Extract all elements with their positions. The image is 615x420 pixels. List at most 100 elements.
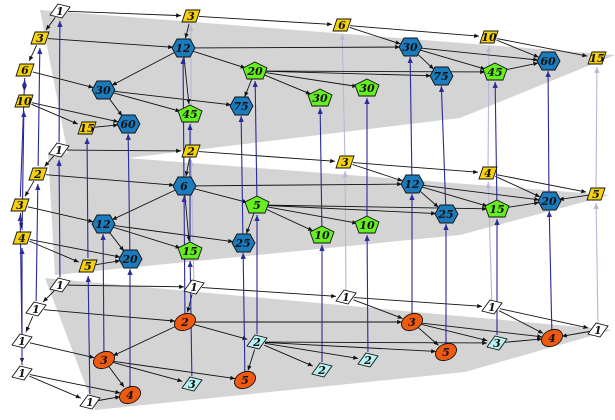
layer-plane-1: [40, 10, 615, 165]
node-label: 30: [312, 92, 328, 105]
node-label: 20: [246, 65, 263, 78]
node-label: 75: [433, 70, 448, 83]
faint-cover-edge: [596, 203, 598, 323]
node-label: 25: [437, 208, 453, 221]
node-label: 1: [342, 291, 350, 304]
node-label: 5: [241, 374, 249, 387]
node-label: 2: [33, 168, 42, 181]
node-hex: 60: [537, 52, 560, 70]
node-label: 1: [32, 303, 40, 316]
node-label: 1: [18, 367, 26, 380]
node-rect: 6: [333, 19, 351, 32]
node-label: 3: [16, 199, 24, 212]
node-label: 1: [56, 279, 64, 292]
lattice-edge: [199, 152, 335, 162]
node-diamond: 1: [184, 280, 204, 294]
node-label: 10: [359, 219, 375, 232]
node-diamond: 1: [12, 366, 32, 380]
node-label: 3: [36, 32, 44, 45]
node-label: 10: [314, 229, 330, 242]
node-label: 2: [252, 336, 261, 349]
node-diamond: 1: [588, 323, 608, 337]
node-label: 3: [493, 337, 501, 350]
node-label: 4: [18, 232, 26, 245]
node-label: 1: [56, 5, 64, 18]
node-label: 45: [182, 108, 197, 121]
node-label: 6: [180, 180, 188, 193]
node-rect: 10: [480, 31, 498, 44]
node-diamond: 1: [26, 302, 46, 316]
node-hex: 25: [435, 205, 458, 223]
node-label: 15: [182, 245, 197, 258]
vertical-edge: [548, 71, 549, 193]
node-rect: 4: [479, 167, 497, 180]
node-hex: 6: [173, 177, 196, 195]
node-rect: 15: [78, 122, 96, 135]
node-rect: 2: [29, 168, 47, 181]
node-hex: 12: [92, 215, 115, 233]
node-label: 2: [180, 316, 189, 329]
node-hex: 12: [172, 39, 195, 57]
vertical-edge: [549, 211, 552, 330]
node-label: 5: [253, 199, 261, 212]
node-hex: 60: [117, 115, 140, 133]
node-label: 25: [234, 237, 250, 250]
node-label: 30: [359, 82, 375, 95]
node-label: 1: [594, 324, 602, 337]
node-label: 15: [589, 52, 604, 65]
faint-cover-edge: [596, 67, 597, 187]
node-hex: 30: [92, 81, 115, 99]
node-label: 5: [442, 346, 450, 359]
node-rect: 3: [31, 32, 49, 45]
node-label: 12: [175, 42, 191, 55]
node-label: 4: [126, 389, 134, 402]
node-rect: 3: [336, 156, 354, 169]
node-hex: 12: [401, 175, 424, 193]
node-label: 2: [363, 354, 372, 367]
node-hex: 75: [430, 67, 453, 85]
node-label: 3: [188, 378, 196, 391]
node-label: 1: [488, 301, 496, 314]
node-label: 1: [18, 335, 26, 348]
node-label: 12: [404, 178, 420, 191]
node-label: 75: [233, 100, 248, 113]
node-rect: 4: [13, 232, 31, 245]
node-label: 5: [592, 188, 600, 201]
node-label: 20: [121, 253, 138, 266]
node-rect: 3: [11, 199, 29, 212]
node-label: 3: [187, 10, 195, 23]
node-label: 10: [16, 95, 32, 108]
node-label: 4: [548, 332, 556, 345]
node-label: 20: [540, 195, 557, 208]
node-hex: 25: [232, 234, 255, 252]
node-label: 3: [341, 156, 349, 169]
node-label: 45: [487, 66, 502, 79]
node-hex: 20: [538, 192, 561, 210]
node-label: 2: [186, 145, 195, 158]
node-label: 1: [55, 144, 63, 157]
lattice-edge: [25, 181, 34, 196]
node-label: 2: [317, 364, 326, 377]
node-diamond: 1: [482, 300, 502, 314]
node-hex: 75: [230, 97, 253, 115]
node-diamond: 1: [12, 334, 32, 348]
node-label: 4: [484, 167, 492, 180]
node-rect: 10: [15, 95, 33, 108]
lattice-edge: [354, 298, 482, 307]
node-rect: 5: [587, 188, 605, 201]
node-hex: 30: [399, 38, 422, 56]
node-label: 1: [190, 281, 198, 294]
node-label: 10: [481, 31, 497, 44]
node-rect: 6: [16, 64, 34, 77]
node-rect: 15: [588, 52, 606, 65]
node-label: 15: [489, 203, 504, 216]
node-label: 6: [338, 19, 346, 32]
lattice-edge: [29, 45, 36, 61]
node-label: 60: [540, 55, 556, 68]
node-label: 60: [120, 118, 136, 131]
vertical-edge: [36, 184, 38, 301]
node-label: 30: [402, 41, 418, 54]
node-label: 12: [95, 218, 111, 231]
